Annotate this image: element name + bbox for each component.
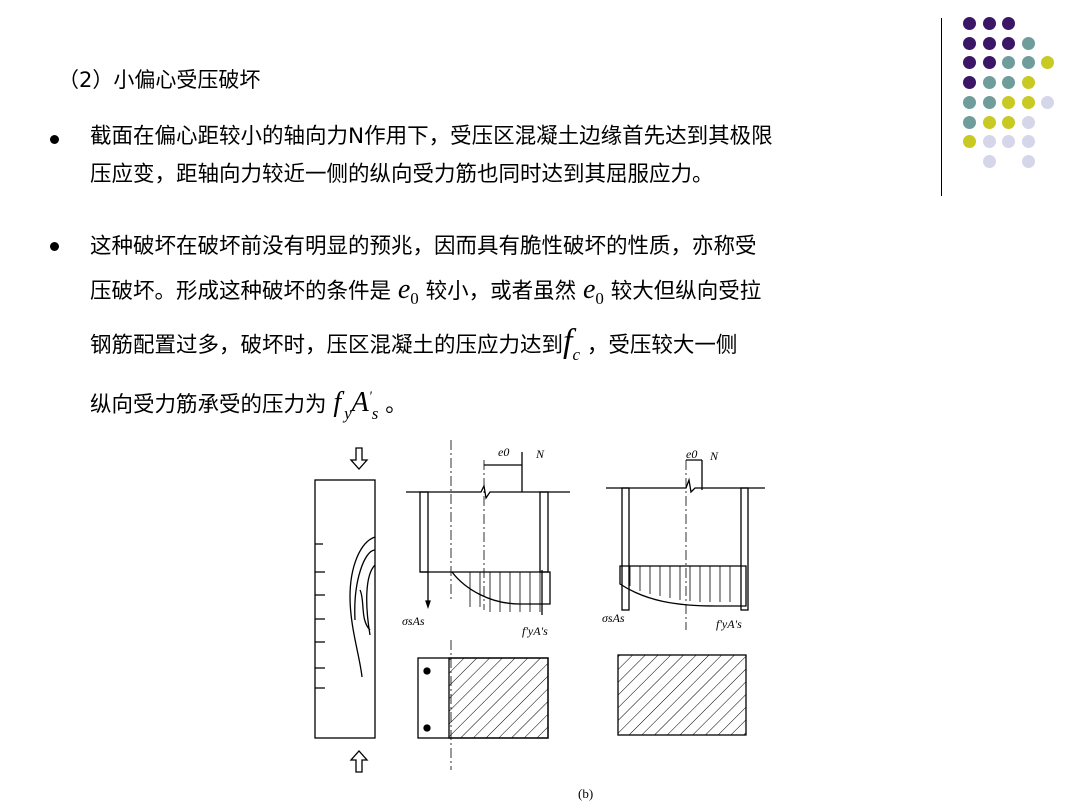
decor-dot	[982, 95, 996, 109]
decor-dot	[1041, 95, 1055, 109]
decor-dot	[963, 95, 976, 109]
decor-dot	[1002, 76, 1016, 90]
e0-symbol: e0	[397, 274, 419, 308]
decor-dot	[963, 17, 976, 30]
decor-dot	[1021, 36, 1035, 50]
decor-dot	[1021, 56, 1035, 70]
decor-vertical-line	[941, 18, 942, 196]
fy-As-symbol: f'yA's	[333, 387, 379, 424]
bullet-icon	[50, 242, 59, 251]
decor-dot	[1021, 135, 1035, 149]
e0-label: e0	[498, 445, 509, 459]
n-label: N	[709, 449, 719, 463]
fy-as-label: f'yA's	[522, 624, 548, 638]
e0-label: e0	[686, 447, 697, 461]
bullet-icon	[50, 135, 59, 144]
arrow-up-icon	[349, 750, 369, 773]
bullet-2-line1: 这种破坏在破坏前没有明显的预兆，因而具有脆性破坏的性质，亦称受	[90, 234, 757, 259]
fc-symbol: fc	[563, 323, 581, 364]
fy-as-label: f'yA's	[716, 617, 742, 631]
decor-dot	[1041, 56, 1055, 70]
decor-dot	[1002, 17, 1016, 30]
decor-dot	[982, 56, 996, 70]
bullet-1: 截面在偏心距较小的轴向力N作用下，受压区混凝土边缘首先达到其极限 压应变，距轴向…	[90, 118, 990, 194]
e0-symbol: e0	[582, 274, 604, 308]
figure-caption: (b)	[578, 786, 593, 801]
decor-dot	[982, 135, 996, 149]
decor-dot	[1002, 56, 1016, 70]
bullet-2-line2: 压破坏。形成这种破坏的条件是 e0 较小，或者虽然 e0 较大但纵向受拉	[90, 274, 762, 308]
sigma-as-label: σsAs	[602, 611, 625, 625]
decor-dot	[963, 56, 976, 70]
sigma-as-label: σsAs	[402, 614, 425, 628]
arrow-down-icon	[349, 447, 369, 470]
section-heading: （2）小偏心受压破坏	[58, 68, 261, 92]
decor-dot	[982, 17, 996, 30]
decor-dot	[1002, 115, 1016, 129]
decor-dot	[1002, 95, 1016, 109]
decor-dot	[982, 115, 996, 129]
decor-dot	[1021, 115, 1035, 129]
failure-diagram: e0 N e0 N σsAs f'yA's σsAs f'yA's (b)	[314, 440, 765, 801]
decor-dot	[982, 76, 996, 90]
decor-dot	[982, 36, 996, 50]
decor-dot	[963, 36, 976, 50]
decor-dot	[963, 135, 976, 149]
decor-dot	[1002, 36, 1016, 50]
decor-dot	[963, 76, 976, 90]
decor-dot	[963, 115, 976, 129]
decor-dot	[1002, 135, 1016, 149]
bullet-1-line2: 压应变，距轴向力较近一侧的纵向受力筋也同时达到其屈服应力。	[90, 162, 714, 187]
decor-dot	[1021, 154, 1035, 168]
n-label: N	[535, 447, 545, 461]
decor-dot	[982, 154, 996, 168]
bullet-2-line4: 纵向受力筋承受的压力为 f'yA's 。	[90, 387, 407, 424]
bullet-2: 这种破坏在破坏前没有明显的预兆，因而具有脆性破坏的性质，亦称受 压破坏。形成这种…	[90, 225, 990, 435]
bullet-1-line1: 截面在偏心距较小的轴向力N作用下，受压区混凝土边缘首先达到其极限	[90, 124, 773, 149]
bullet-2-line3: 钢筋配置过多，破坏时，压区混凝土的压应力达到fc ，受压较大一侧	[90, 323, 738, 364]
decor-dot	[1021, 76, 1035, 90]
decor-dot	[1021, 95, 1035, 109]
